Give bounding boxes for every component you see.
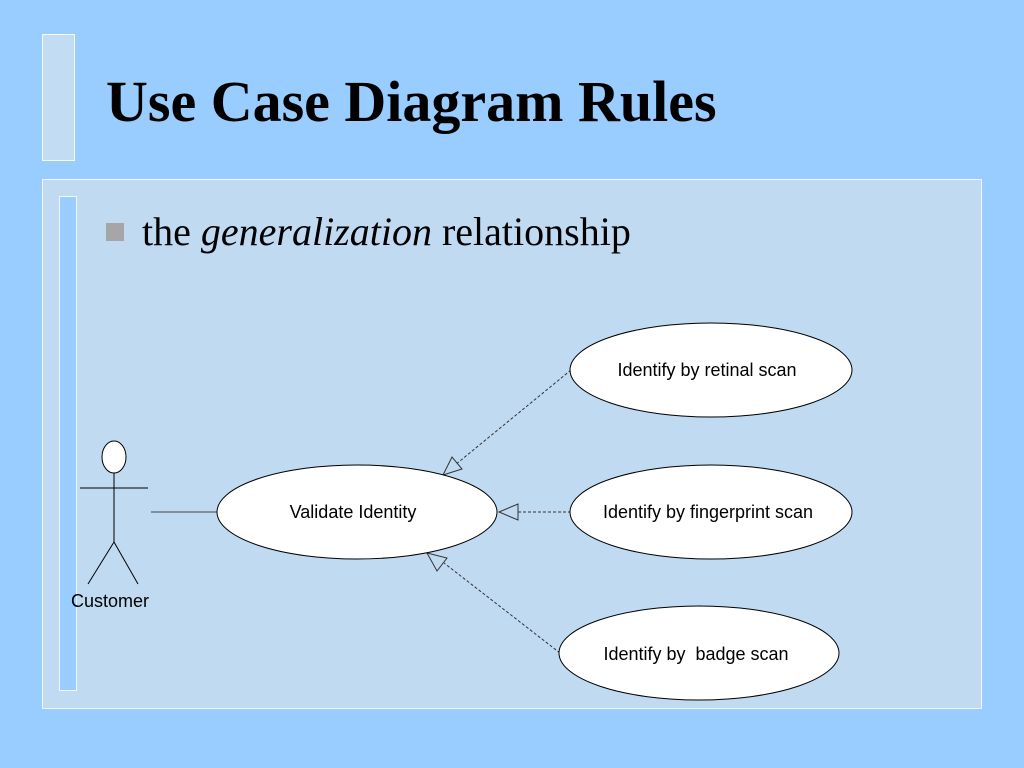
generalization-line-retinal [454,369,572,466]
use-case-label: Identify by badge scan [603,644,788,664]
generalization-arrowhead-badge [426,552,448,572]
generalization-arrowhead-fingerprint [497,503,519,521]
content-accent-bar [59,196,77,691]
content-panel [42,179,982,709]
actor-left-leg [87,541,115,585]
bullet-square-icon [106,222,124,241]
use-case-badge-scan: Identify by badge scan [558,605,840,701]
generalization-arrowhead-retinal [442,456,463,476]
generalization-line-badge [443,562,561,654]
title-accent-bar [42,34,75,161]
use-case-label: Identify by fingerprint scan [603,502,813,522]
use-case-ellipse [558,605,840,701]
bullet-text-pre: the [142,209,191,254]
actor-label: Customer [71,591,149,611]
use-case-label: Validate Identity [290,502,417,522]
use-case-ellipse [569,322,853,418]
use-case-fingerprint-scan: Identify by fingerprint scan [569,464,853,560]
actor-right-leg [113,541,139,585]
bullet-text-post: relationship [441,209,631,254]
use-case-retinal-scan: Identify by retinal scan [569,322,853,418]
bullet-item: the generalization relationship [106,208,631,256]
use-case-ellipse [569,464,853,560]
bullet-text-emphasis: generalization [200,209,432,254]
actor-head [101,440,127,474]
customer-actor: Customer [71,440,149,611]
use-case-validate-identity: Validate Identity [216,464,498,560]
use-case-ellipse [216,464,498,560]
slide-title: Use Case Diagram Rules [106,69,717,134]
use-case-label: Identify by retinal scan [617,360,796,380]
